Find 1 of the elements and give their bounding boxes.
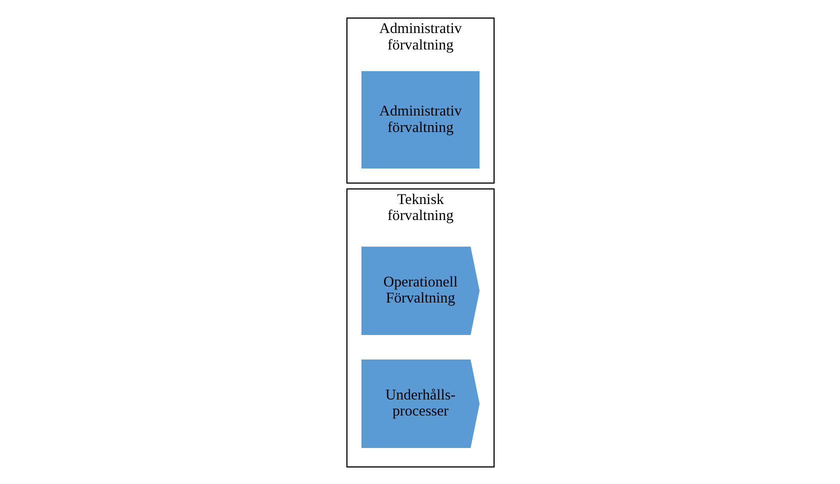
node-box: Administrativ förvaltning <box>360 70 480 168</box>
